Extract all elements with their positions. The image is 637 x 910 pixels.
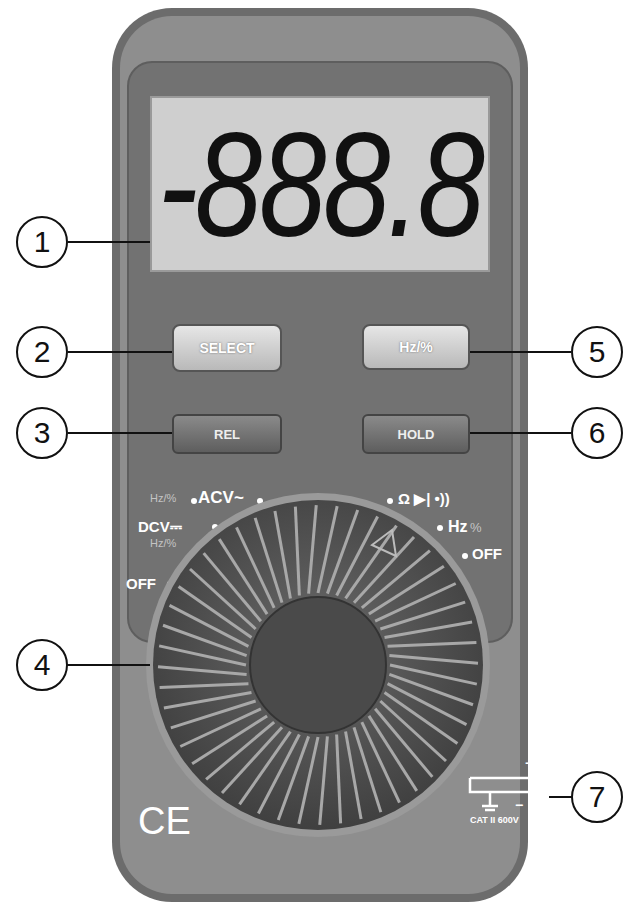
mode-label: DCV⎓ — [138, 518, 182, 536]
callout-number: 3 — [16, 407, 68, 459]
button-label: Hz/% — [399, 339, 432, 355]
hold-button: HOLD — [362, 414, 470, 454]
button-label: SELECT — [199, 340, 254, 356]
callout-number: 2 — [16, 326, 68, 378]
dial-knurling — [158, 505, 478, 825]
callout-number: 3 — [34, 416, 51, 450]
dial-pointer — [372, 530, 396, 556]
callout-number: 1 — [34, 225, 51, 259]
mode-label: % — [470, 520, 482, 535]
callout-number: 4 — [34, 648, 51, 682]
mode-label: Hz/% — [150, 492, 176, 504]
ce-mark: CE — [138, 800, 191, 843]
housing — [120, 16, 520, 894]
polarity-sign: + — [525, 754, 534, 771]
callout-number: 7 — [589, 780, 606, 814]
select-button: SELECT — [172, 324, 282, 372]
hz-button: Hz/% — [362, 324, 470, 370]
callout-number: 5 — [589, 335, 606, 369]
leader-line — [470, 351, 571, 353]
off-label: OFF — [126, 575, 156, 592]
callout-number: 7 — [571, 771, 623, 823]
mode-label: Ω ▶| •)) — [398, 490, 450, 508]
leader-line — [470, 432, 571, 434]
leader-line — [67, 664, 150, 666]
polarity-sign: − — [515, 797, 523, 813]
mode-label: Hz — [448, 518, 468, 536]
off-label: OFF — [472, 545, 502, 562]
display-digits: -888.8 — [158, 98, 482, 270]
lcd-display: -888.8 — [150, 96, 490, 272]
callout-number: 1 — [16, 216, 68, 268]
dial-rim — [146, 493, 490, 837]
callout-number: 6 — [589, 416, 606, 450]
dial-hub — [250, 597, 386, 733]
terminal-symbol — [470, 778, 545, 810]
button-label: REL — [214, 427, 240, 442]
housing-outer — [112, 8, 528, 902]
mode-label: Hz/% — [150, 537, 176, 549]
category-rating: CAT II 600V — [470, 815, 519, 825]
button-label: HOLD — [398, 427, 435, 442]
leader-line — [68, 432, 172, 434]
rel-button: REL — [172, 414, 282, 454]
callout-number: 5 — [571, 326, 623, 378]
leader-line — [68, 241, 150, 243]
callout-number: 6 — [571, 407, 623, 459]
callout-number: 2 — [34, 335, 51, 369]
leader-line — [68, 351, 172, 353]
leader-line — [549, 796, 572, 798]
mode-label: ACV~ — [198, 488, 244, 508]
callout-number: 4 — [16, 639, 68, 691]
rotary-dial — [153, 500, 483, 830]
